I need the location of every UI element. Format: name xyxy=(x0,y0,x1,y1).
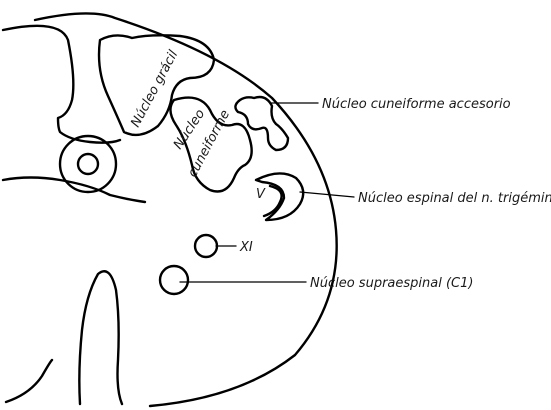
label-cuneiforme-accesorio: Núcleo cuneiforme accesorio xyxy=(322,97,511,112)
central-canal-inner xyxy=(78,154,98,174)
label-v: V xyxy=(256,187,266,202)
lower-left-hook xyxy=(6,360,52,402)
label-espinal-trigemino: Núcleo espinal del n. trigémino xyxy=(358,191,551,206)
nucleus-xi-circle xyxy=(195,235,217,257)
label-supraespinal: Núcleo supraespinal (C1) xyxy=(310,276,473,291)
central-canal-outer xyxy=(60,136,116,192)
anterior-median-fissure xyxy=(79,271,122,404)
nucleus-supraspinal-circle xyxy=(160,266,188,294)
left-lower-contour xyxy=(3,178,145,203)
leader-espinal-trigemino xyxy=(300,192,354,197)
accessory-cuneate-nucleus xyxy=(235,97,288,150)
spinal-trigeminal-inner xyxy=(264,186,282,216)
label-xi: XI xyxy=(239,240,253,255)
